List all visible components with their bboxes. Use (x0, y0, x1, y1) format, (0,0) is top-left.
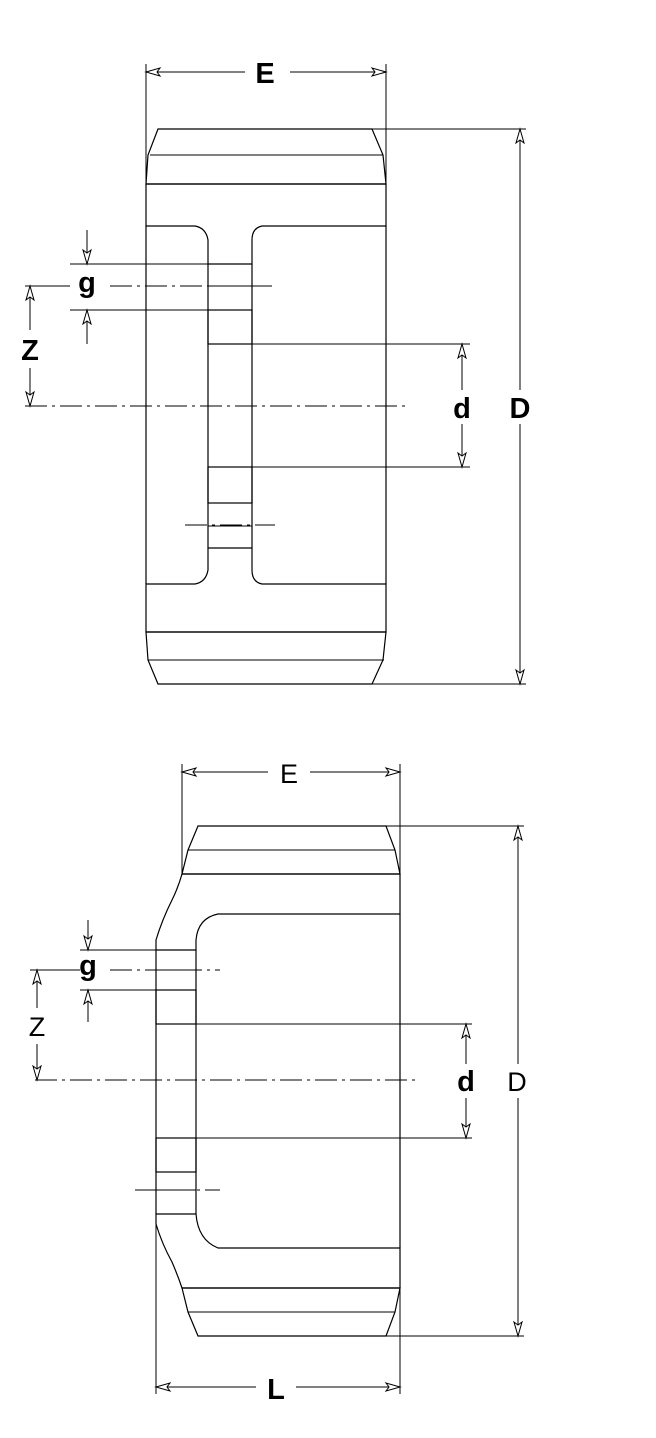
top-label-d: d (453, 393, 471, 425)
bottom-hub-upper (155, 873, 401, 951)
top-view: E D d g Z (21, 58, 531, 686)
bottom-web-segment-a (155, 989, 197, 1025)
bottom-label-g: g (79, 950, 97, 982)
bottom-label-D: D (507, 1067, 527, 1097)
top-label-D: D (510, 393, 531, 425)
bottom-label-Z: Z (29, 1012, 46, 1042)
top-hub-upper (145, 183, 387, 265)
top-label-g: g (78, 267, 96, 299)
top-tire-upper (145, 128, 387, 185)
top-web-segment-b (207, 466, 253, 504)
bottom-view: E D d g Z (29, 759, 527, 1406)
top-web-segment-a (207, 309, 253, 345)
top-label-E: E (255, 58, 274, 90)
bottom-hub-lower (155, 1213, 401, 1289)
top-label-Z: Z (21, 335, 39, 367)
bottom-label-L: L (267, 1374, 285, 1406)
top-tire-lower (145, 631, 387, 685)
bottom-label-E: E (280, 759, 298, 789)
bottom-label-d: d (457, 1066, 475, 1098)
bottom-web-segment-b (155, 1137, 197, 1173)
top-hub-lower (145, 547, 387, 633)
